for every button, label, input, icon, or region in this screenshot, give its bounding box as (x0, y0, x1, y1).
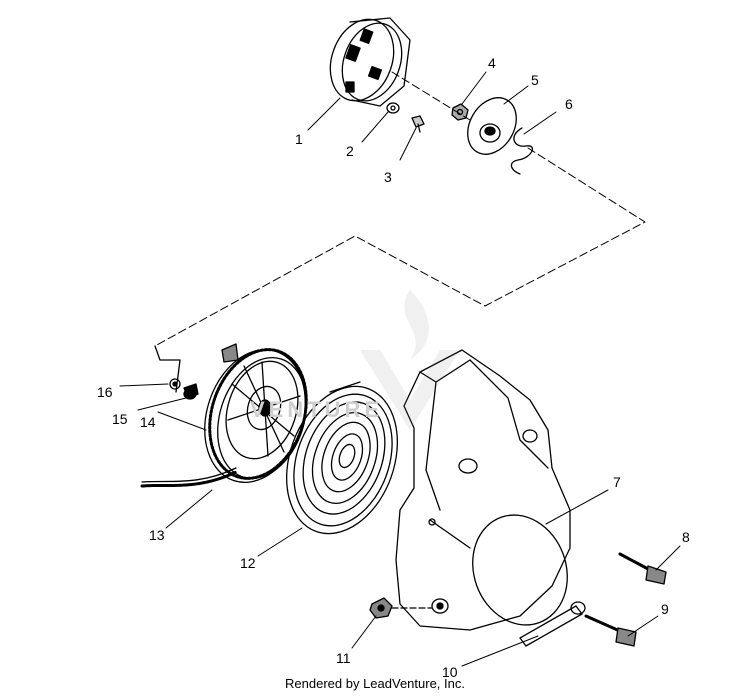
alignment-dashed-lines (154, 71, 646, 347)
callout-14: 14 (140, 414, 156, 430)
callout-9: 9 (661, 601, 669, 617)
callout-15: 15 (112, 411, 128, 427)
callout-numbers: 1 2 3 4 5 6 7 8 9 10 11 12 13 14 15 16 (97, 55, 690, 680)
pawl-bracket-part (154, 345, 199, 400)
long-bolt-lower-part (584, 614, 637, 647)
callout-10: 10 (442, 664, 458, 680)
footer-credit: Rendered by LeadVenture, Inc. (285, 676, 465, 691)
bracket-strip-part (519, 601, 586, 647)
recoil-spring-part (286, 381, 398, 535)
ratchet-plate-part (467, 97, 517, 155)
bolt-part (411, 115, 425, 133)
callout-12: 12 (240, 555, 256, 571)
starter-cup-part (329, 17, 411, 107)
recoil-pulley-part (204, 343, 308, 484)
callout-1: 1 (295, 131, 303, 147)
spring-clip-part (510, 127, 534, 175)
watermark-flame-logo (360, 290, 460, 430)
callout-11: 11 (336, 650, 351, 666)
callout-6: 6 (565, 96, 573, 112)
callout-5: 5 (531, 72, 539, 88)
watermark-text: VENTURE (250, 397, 384, 422)
callout-3: 3 (384, 169, 392, 185)
starter-housing-part (395, 349, 571, 631)
callout-4: 4 (488, 55, 496, 71)
callout-13: 13 (149, 527, 165, 543)
leader-lines (119, 71, 681, 667)
starter-rope-part (140, 467, 238, 488)
callout-7: 7 (613, 474, 621, 490)
hex-nut-part (369, 597, 433, 619)
callout-8: 8 (682, 529, 690, 545)
washer-part (386, 102, 400, 114)
callout-2: 2 (346, 143, 354, 159)
long-bolt-upper-part (618, 552, 667, 585)
callout-16: 16 (97, 384, 113, 400)
